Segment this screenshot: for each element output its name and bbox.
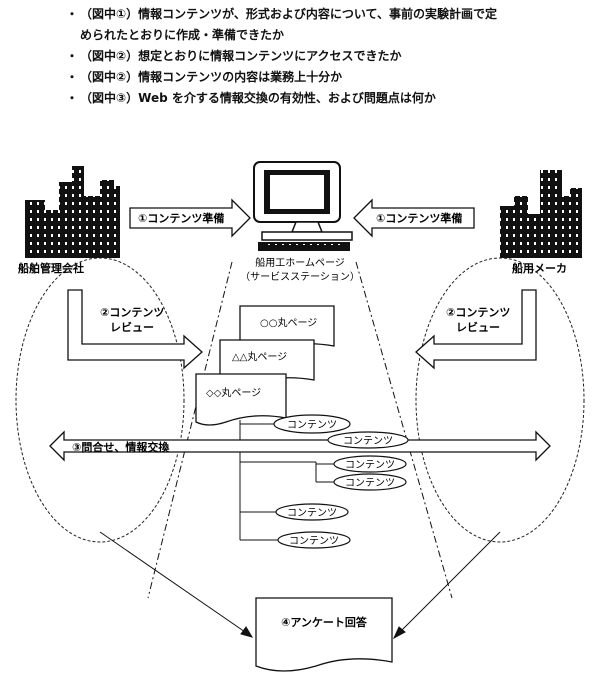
content-node-5 [275, 503, 349, 521]
page-label-2: △△丸ページ [232, 350, 287, 363]
server-label-1: 船用工ホームページ [255, 256, 345, 269]
content-prep-arrow-right [353, 198, 475, 238]
content-node-3 [333, 455, 407, 473]
right-org-label: 船用メーカ [512, 261, 567, 275]
computer-icon [253, 161, 353, 251]
review-arrow-right [415, 289, 537, 370]
content-node-2 [327, 431, 409, 449]
review-left-label-1: ②コンテンツ [100, 306, 164, 319]
page-label-3: ◇◇丸ページ [206, 386, 261, 399]
content-prep-left-label: ①コンテンツ準備 [138, 211, 224, 225]
content-node-6-label: コンテンツ [289, 536, 339, 547]
review-right-label-2: レビュー [456, 320, 500, 334]
exchange-double-arrow [49, 430, 551, 462]
funnel-line-right [355, 261, 453, 599]
content-node-3-label: コンテンツ [345, 460, 395, 471]
content-node-2-label: コンテンツ [343, 436, 393, 447]
content-node-4-label: コンテンツ [345, 478, 395, 489]
evaluation-criteria-list: ・（図中①）情報コンテンツが、形式および内容について、事前の実験計画で定 められ… [66, 4, 586, 109]
page-label-1: ○○丸ページ [260, 316, 317, 329]
page-card-3 [195, 373, 287, 426]
content-node-1 [273, 414, 351, 434]
criteria-item-1: ・（図中①）情報コンテンツが、形式および内容について、事前の実験計画で定 [66, 7, 497, 21]
company-building-icon [25, 166, 120, 258]
content-prep-right-label: ①コンテンツ準備 [376, 211, 462, 225]
review-right-label-1: ②コンテンツ [446, 306, 510, 319]
criteria-item-4: ・（図中③）Web を介する情報交換の有効性、および問題点は何か [66, 91, 436, 105]
survey-label: ④アンケート回答 [281, 615, 368, 629]
review-arrow-left [67, 289, 203, 370]
content-node-1-label: コンテンツ [287, 420, 337, 431]
content-tree-lines [239, 420, 334, 541]
maker-building-icon [500, 170, 582, 258]
survey-arrows [99, 531, 501, 640]
funnel-line-left [147, 261, 233, 599]
review-left-label-2: レビュー [110, 320, 154, 334]
left-user-ellipse [15, 257, 185, 543]
survey-document [255, 597, 393, 672]
content-prep-arrow-left [129, 198, 251, 238]
content-node-6 [277, 531, 351, 549]
left-org-label: 船舶管理会社 [18, 261, 84, 275]
criteria-item-1-continuation: められたとおりに作成・準備できたか [80, 28, 285, 42]
server-label-2: （サービスステーション） [240, 271, 360, 283]
content-node-4 [333, 473, 407, 491]
criteria-item-3: ・（図中②）情報コンテンツの内容は業務上十分か [66, 70, 343, 84]
right-user-ellipse [415, 257, 585, 543]
criteria-item-2: ・（図中②）想定とおりに情報コンテンツにアクセスできたか [66, 49, 402, 63]
content-node-5-label: コンテンツ [287, 508, 337, 519]
exchange-label: ③問合せ、情報交換 [72, 440, 170, 454]
